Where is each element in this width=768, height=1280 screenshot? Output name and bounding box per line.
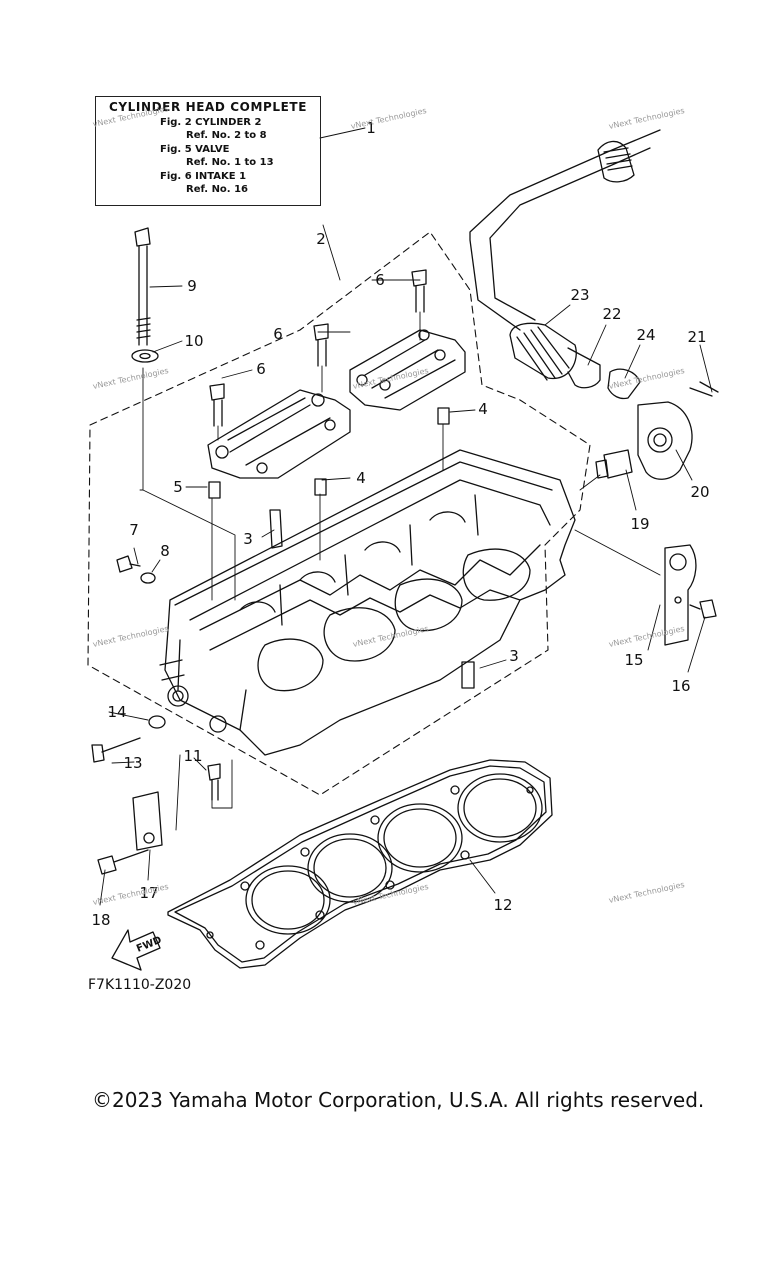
callout-22: 22: [602, 305, 622, 323]
camshaft-caps: [207, 329, 466, 479]
callout-19: 19: [630, 515, 650, 533]
callout-2: 2: [316, 230, 326, 248]
legend-line: Fig. 5 VALVE: [160, 143, 230, 155]
callout-20: 20: [690, 483, 710, 501]
callout-6: 6: [375, 271, 385, 289]
callout-14: 14: [107, 703, 127, 721]
legend-title: CYLINDER HEAD COMPLETE: [108, 100, 308, 114]
callout-24: 24: [636, 326, 656, 344]
callout-7: 7: [129, 521, 139, 539]
legend-line: Fig. 2 CYLINDER 2: [160, 116, 262, 128]
callout-1: 1: [366, 119, 376, 137]
head-gasket: [167, 759, 553, 969]
callout-10: 10: [184, 332, 204, 350]
callout-9: 9: [187, 277, 197, 295]
dashed-assembly-outline: [87, 231, 591, 796]
callout-6: 6: [273, 325, 283, 343]
assembly-legend: CYLINDER HEAD COMPLETE Fig. 2 CYLINDER 2…: [95, 96, 321, 206]
callout-5: 5: [173, 478, 183, 496]
callout-4: 4: [356, 469, 366, 487]
callout-21: 21: [687, 328, 707, 346]
bolts: [91, 227, 717, 875]
callout-16: 16: [671, 677, 691, 695]
callout-15: 15: [624, 651, 644, 669]
callout-3: 3: [243, 530, 253, 548]
legend-line: Ref. No. 1 to 13: [186, 157, 274, 168]
figure-code: F7K1110-Z020: [88, 977, 192, 993]
thermostat-housing: [595, 368, 719, 480]
legend-line: Ref. No. 16: [186, 184, 249, 195]
breather-hose: [469, 129, 661, 389]
copyright-notice: ©2023 Yamaha Motor Corporation, U.S.A. A…: [92, 1088, 705, 1112]
legend-line: Fig. 6 INTAKE 1: [160, 170, 247, 182]
callout-8: 8: [160, 542, 170, 560]
callout-13: 13: [123, 754, 143, 772]
cylinder-head-body: [159, 449, 576, 756]
leader-lines: [99, 127, 713, 906]
callout-17: 17: [139, 884, 159, 902]
callout-18: 18: [91, 911, 111, 929]
callout-11: 11: [183, 747, 203, 765]
dowel-pins: [208, 407, 475, 689]
legend-line: Ref. No. 2 to 8: [186, 130, 267, 141]
callout-4: 4: [478, 400, 488, 418]
fwd-arrow: [111, 929, 161, 971]
callout-6: 6: [256, 360, 266, 378]
callout-23: 23: [570, 286, 590, 304]
callout-3: 3: [509, 647, 519, 665]
callout-12: 12: [493, 896, 513, 914]
